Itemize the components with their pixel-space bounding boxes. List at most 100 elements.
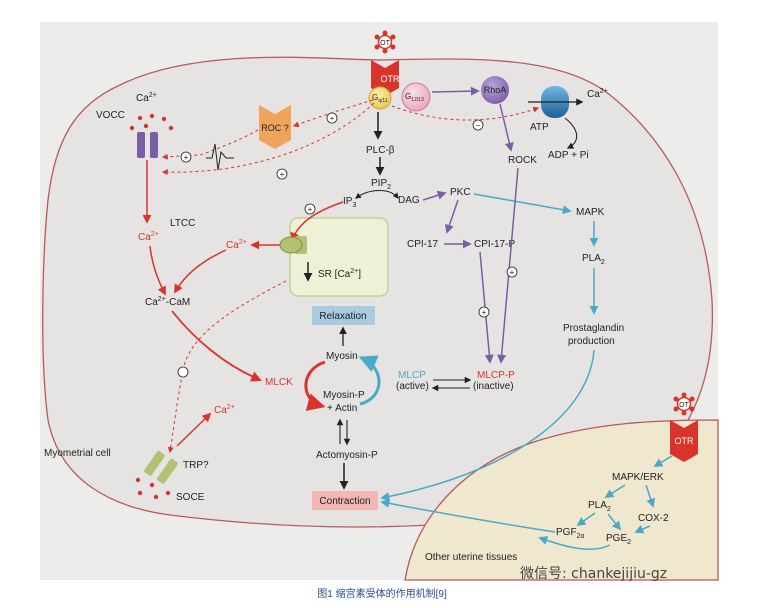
myometrial-cell-label: Myometrial cell: [44, 448, 111, 459]
plus-sign-cpi17p: [478, 306, 490, 318]
mlcp-label: MLCP: [398, 370, 426, 381]
arrow-pge2-cell: [538, 536, 611, 550]
pge2-label: PGE2: [606, 533, 631, 546]
arrow-rock-mlcpp: [497, 167, 519, 364]
arrow-atp-adp: [564, 117, 578, 149]
g1213-protein: G12/13: [401, 82, 431, 112]
roc-channel: ROC ?: [259, 105, 291, 149]
soce-ca-dots: [135, 477, 171, 500]
trp-label: TRP?: [183, 460, 209, 471]
ot-top-label: OT: [380, 40, 390, 47]
arrow-g1213-rhoa: [431, 86, 480, 96]
svg-text:Gq/11: Gq/11: [372, 93, 388, 104]
plus-sign-rock-label: +: [510, 268, 515, 277]
plus-sign-cpi17p-label: +: [482, 308, 487, 317]
arrow-dag-pkc: [422, 190, 447, 201]
mlcpp-inactive-label: (inactive): [473, 381, 514, 392]
arrow-ltcc-cam: [149, 245, 166, 296]
otr-right-label: OTR: [675, 436, 694, 446]
arrow-roc-vocc: [161, 129, 259, 160]
action-potential-icon: [206, 143, 234, 171]
g1213-label: G: [405, 92, 411, 101]
mapk-erk-label: MAPK/ERK: [612, 472, 664, 483]
atp-label: ATP: [530, 122, 549, 133]
arrow-pkc-mapk: [473, 193, 572, 215]
vocc-label: VOCC: [96, 110, 125, 121]
mlck-label: MLCK: [265, 377, 293, 388]
vocc-channel: [137, 132, 158, 158]
production-label: production: [568, 336, 615, 347]
plus-sign-rock: [506, 266, 518, 278]
contraction-label: Contraction: [319, 496, 370, 507]
ca-cam-label: Ca2+-CaM: [145, 296, 190, 308]
arrow-gq-vocc: [161, 102, 375, 176]
mlcp-cycle-arrow: [358, 355, 381, 406]
other-uterine-tissues: [404, 419, 719, 581]
ltcc-ca-label: Ca2+: [138, 231, 159, 243]
pkc-label: PKC: [450, 187, 471, 198]
arrow-pkc-cpi17: [445, 199, 459, 234]
mlck-cycle-arrow: [304, 360, 326, 411]
arrow-sr-cam: [174, 249, 227, 294]
arrow-rhoa-rock: [499, 103, 514, 152]
ca-pump-label: Ca2+: [587, 88, 608, 100]
mlcp-active-label: (active): [396, 381, 429, 392]
arrow-pla2-pgf2a: [576, 512, 596, 527]
arrow-pip2-split: [355, 190, 399, 199]
arrow-pla2-pge2: [607, 513, 622, 531]
svg-text:G12/13: G12/13: [405, 92, 424, 103]
sr-ca-text: SR [Ca2+]: [318, 268, 361, 280]
plus-sign-vocc-2: [276, 168, 288, 180]
plc-label: PLC-β: [366, 145, 395, 156]
arrow-pgf2a-contraction: [380, 498, 556, 533]
rhoa-node: [481, 76, 509, 104]
pip2-label: PIP2: [371, 178, 391, 191]
plus-sign-roc-label: +: [330, 114, 335, 123]
gq11-sub: q/11: [378, 98, 388, 104]
arrow-cam-mlck: [171, 310, 262, 382]
plus-sign-ip3: [304, 203, 316, 215]
other-tissues-label: Other uterine tissues: [425, 552, 517, 563]
sr-box: [289, 217, 389, 297]
minus-sign-pump: [472, 119, 484, 131]
vocc-ca-dots: [129, 113, 174, 131]
cpi17-label: CPI-17: [407, 239, 439, 250]
watermark: 微信号: chankejijiu-gz: [520, 566, 668, 582]
sr-ip3-receptor: [279, 236, 307, 254]
plus-sign-ip3-label: +: [308, 205, 313, 214]
arrow-mapkerk-pla2: [604, 484, 626, 498]
ot-right-label: OT: [679, 402, 689, 409]
gq11-protein: Gq/11: [368, 86, 392, 110]
adp-pi-label: ADP + Pi: [548, 150, 589, 161]
prostaglandin-label: Prostaglandin: [563, 323, 624, 334]
dag-label: DAG: [398, 195, 420, 206]
myosin-label: Myosin: [326, 351, 358, 362]
ltcc-label: LTCC: [170, 218, 195, 229]
figure-caption: 图1 缩宫素受体的作用机制[9]: [317, 589, 447, 600]
inhibit-gq-pump: [391, 105, 540, 121]
sr-ca-label: Ca2+: [226, 239, 247, 251]
mapk-label: MAPK: [576, 207, 605, 218]
open-circle-soce: [177, 366, 189, 378]
gq11-label: G: [372, 93, 378, 102]
myosin-p-label: Myosin-P: [323, 390, 365, 401]
pgf2a-label: PGF2α: [556, 527, 585, 540]
arrow-pg-contraction: [380, 349, 595, 501]
contraction-box: [312, 491, 378, 510]
otr-top-label: OTR: [381, 74, 400, 84]
ot-ligand-right: OT: [673, 392, 695, 416]
plus-sign-vocc-1: [180, 151, 192, 163]
pla2-right-label: PLA2: [588, 500, 611, 513]
relaxation-label: Relaxation: [319, 311, 366, 322]
soce-label: SOCE: [176, 492, 205, 503]
plus-sign-roc: [326, 112, 338, 124]
ca-atpase-pump: [528, 86, 584, 118]
arrow-ip3-sr: [290, 201, 344, 242]
ip3-label: IP3: [343, 196, 356, 209]
relaxation-box: [312, 306, 375, 325]
plus-sign-vocc-2-label: +: [280, 170, 285, 179]
pla2-label: PLA2: [582, 253, 605, 266]
trp-channel: [144, 450, 178, 484]
roc-label: ROC ?: [261, 123, 289, 133]
rock-label: ROCK: [508, 155, 537, 166]
